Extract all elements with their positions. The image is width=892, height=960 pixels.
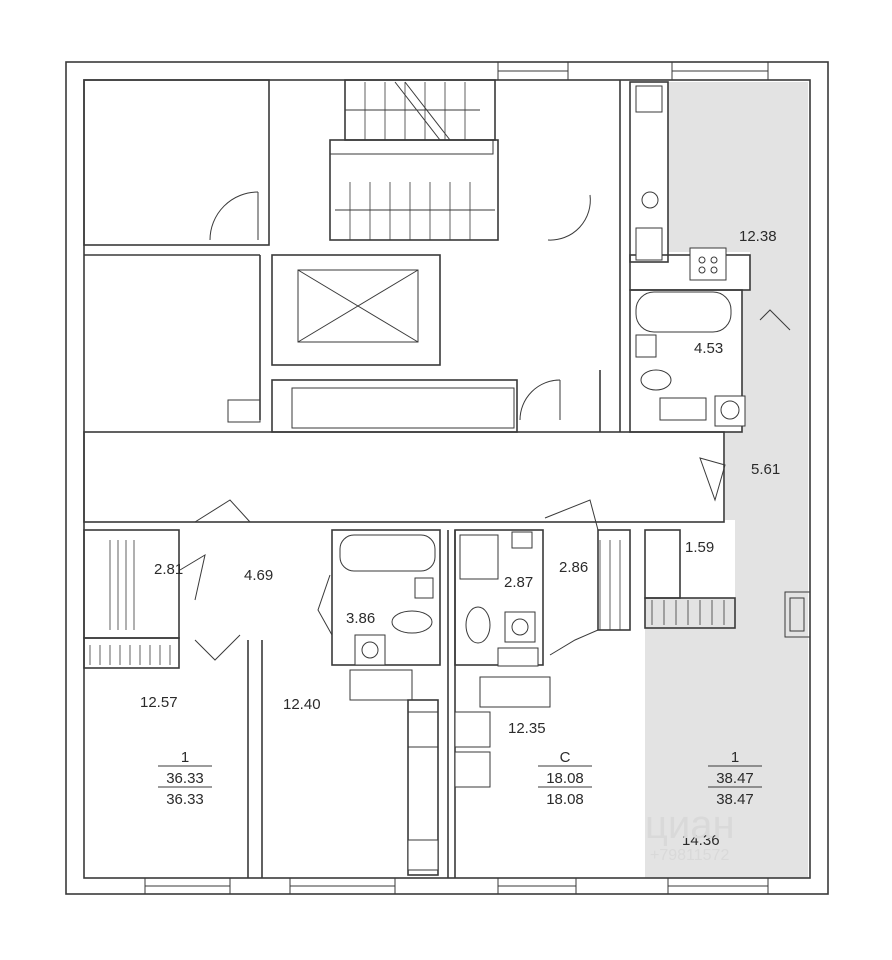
windows [144, 61, 769, 895]
right-apartment-fixtures [635, 85, 746, 427]
room-area-r6: 3.86 [346, 610, 375, 627]
apartment-type: С [560, 749, 571, 766]
room-area-r10: 12.57 [140, 694, 178, 711]
apartment-type: 1 [181, 749, 189, 766]
room-area-r9: 1.59 [685, 539, 714, 556]
watermark-number: +79811572 [650, 847, 729, 864]
apartment-label-3: 1 38.47 38.47 [708, 749, 762, 808]
studio-apartment-walls [447, 499, 631, 878]
room-area-r4: 2.81 [154, 561, 183, 578]
room-area-r12: 12.35 [508, 720, 546, 737]
apartment-total-area: 38.47 [716, 770, 754, 787]
highlighted-apartment [645, 82, 808, 878]
stairwell [329, 79, 499, 241]
room-area-r8: 2.86 [559, 559, 588, 576]
middle-apartment-walls [317, 529, 441, 876]
apartment-label-1: 1 36.33 36.33 [158, 749, 212, 808]
apartment-total-area: 36.33 [166, 770, 204, 787]
apartment-living-area: 18.08 [546, 791, 584, 808]
room-area-r11: 12.40 [283, 696, 321, 713]
room-area-labels: 12.38 4.53 5.61 2.81 4.69 3.86 2.87 2.86… [140, 228, 780, 849]
lobby-walls [83, 79, 591, 423]
room-area-r3: 5.61 [751, 461, 780, 478]
room-area-r2: 4.53 [694, 340, 723, 357]
apartment-total-area: 18.08 [546, 770, 584, 787]
elevator-shaft [271, 254, 518, 433]
room-area-r5: 4.69 [244, 567, 273, 584]
room-area-r7: 2.87 [504, 574, 533, 591]
room-area-r13: 14.36 [682, 832, 720, 849]
right-apartment-walls [629, 81, 811, 638]
room-area-r1: 12.38 [739, 228, 777, 245]
stair-treads [349, 82, 471, 240]
apartment-label-2: С 18.08 18.08 [538, 749, 592, 808]
watermark-brand: циан [645, 803, 735, 847]
apartment-living-area: 36.33 [166, 791, 204, 808]
corridor [83, 80, 725, 523]
left-apartment-walls [83, 499, 263, 878]
apartment-living-area: 38.47 [716, 791, 754, 808]
apartment-type: 1 [731, 749, 739, 766]
watermark: циан +79811572 [645, 803, 735, 864]
wardrobe-hatching [89, 540, 725, 665]
